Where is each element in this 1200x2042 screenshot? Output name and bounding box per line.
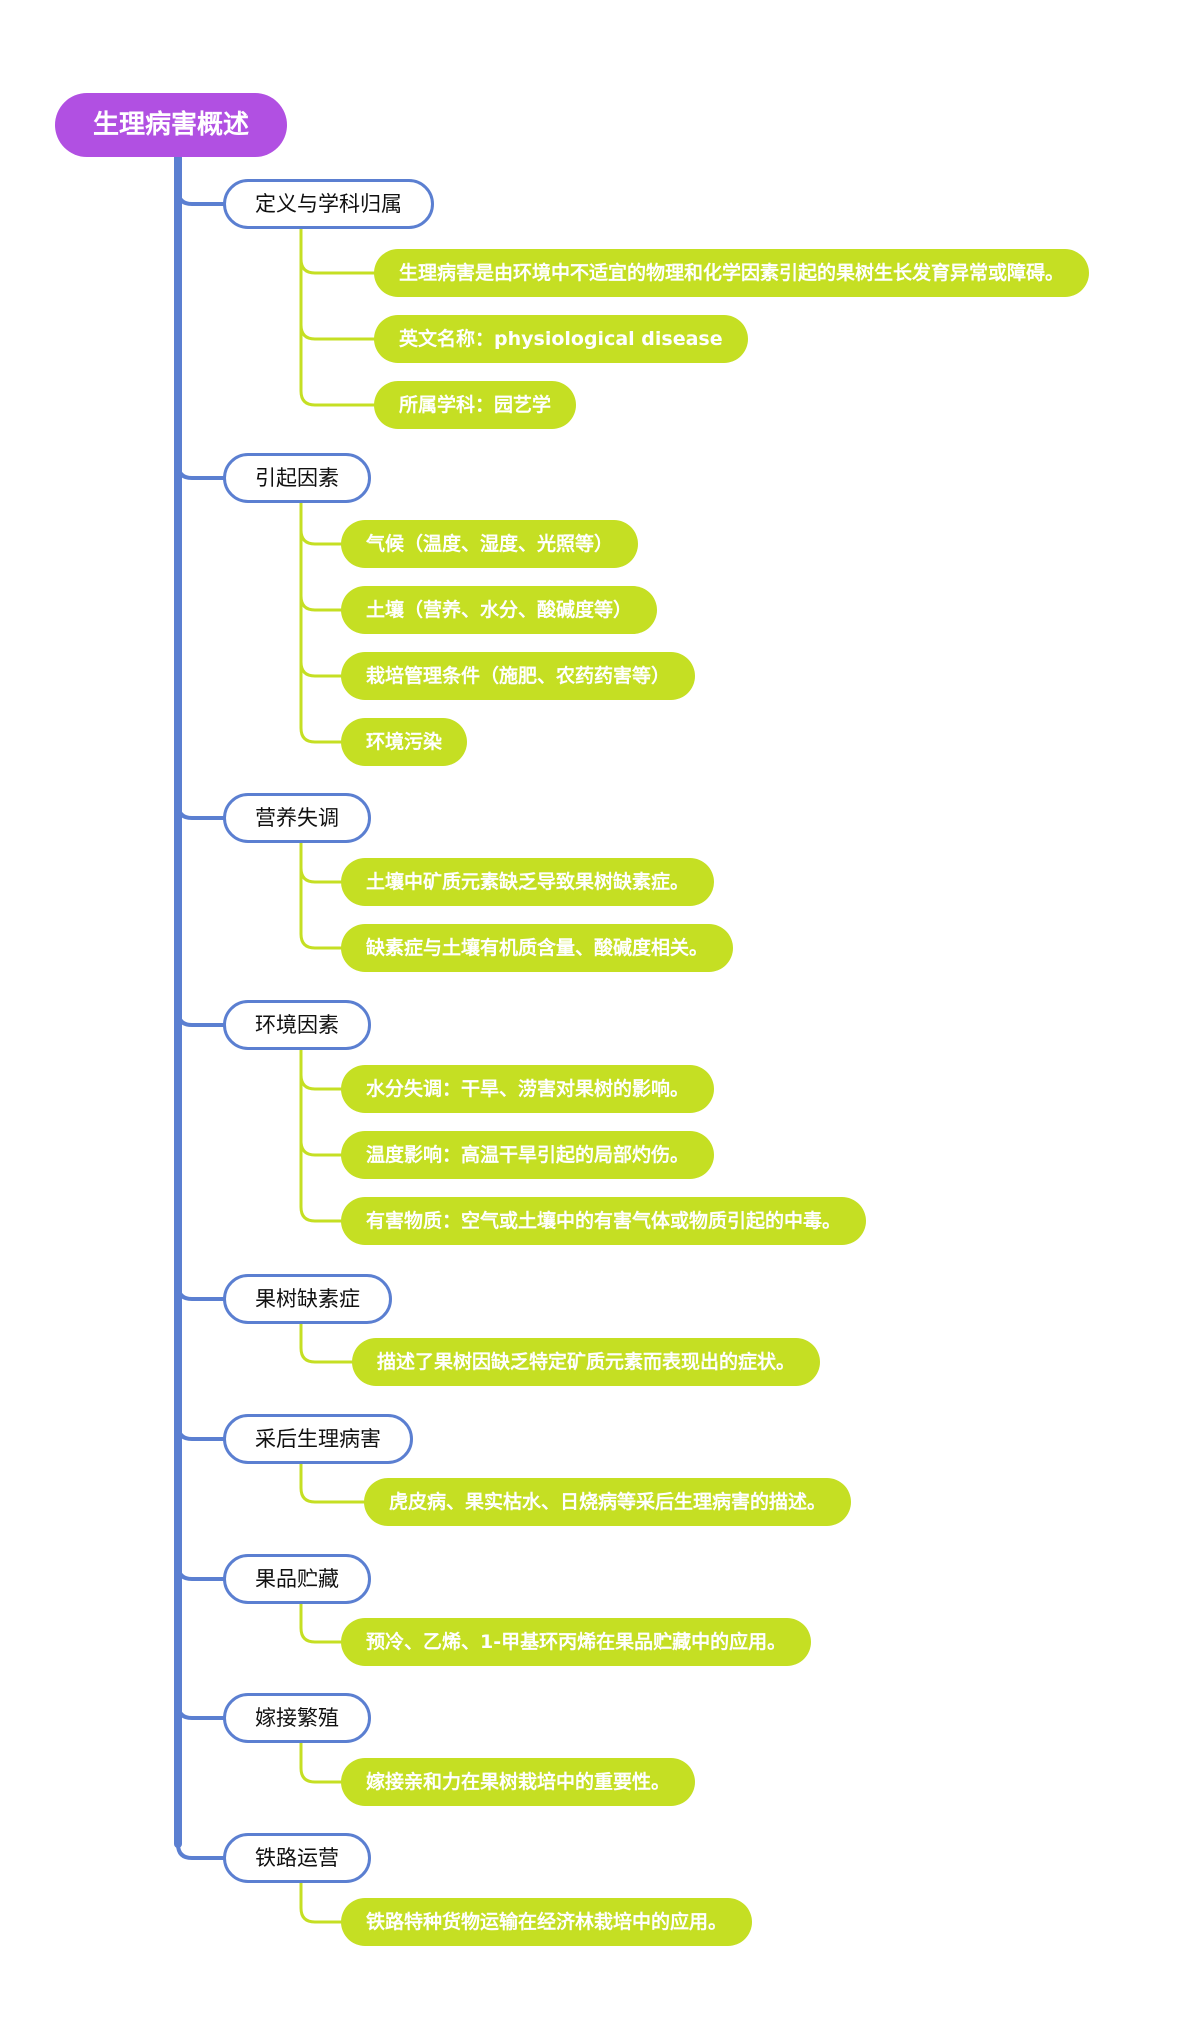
leaf-node[interactable]: 土壤（营养、水分、酸碱度等） <box>341 586 658 634</box>
leaf-connector <box>299 501 343 678</box>
leaf-connector <box>299 227 376 341</box>
leaf-connector <box>299 841 343 884</box>
leaf-connector <box>299 227 376 275</box>
leaf-connector <box>299 1322 354 1364</box>
leaf-connector <box>299 227 376 407</box>
topic-connector <box>176 462 225 480</box>
topic-causes[interactable]: 引起因素 <box>223 453 371 503</box>
topic-connector <box>176 188 225 206</box>
topic-railway[interactable]: 铁路运营 <box>223 1833 371 1883</box>
topic-connector <box>176 802 225 820</box>
topic-nutrition[interactable]: 营养失调 <box>223 793 371 843</box>
topic-connector <box>176 1563 225 1581</box>
leaf-node[interactable]: 所属学科：园艺学 <box>374 381 577 429</box>
leaf-connector <box>299 501 343 744</box>
topic-storage[interactable]: 果品贮藏 <box>223 1554 371 1604</box>
topic-connector <box>176 1009 225 1027</box>
leaf-connector <box>299 1048 343 1223</box>
leaf-connector <box>299 1048 343 1157</box>
leaf-connector <box>299 1048 343 1091</box>
topic-deficiency[interactable]: 果树缺素症 <box>223 1274 392 1324</box>
leaf-node[interactable]: 土壤中矿质元素缺乏导致果树缺素症。 <box>341 858 715 906</box>
leaf-connector <box>299 501 343 546</box>
leaf-node[interactable]: 缺素症与土壤有机质含量、酸碱度相关。 <box>341 924 734 972</box>
topic-environment[interactable]: 环境因素 <box>223 1000 371 1050</box>
topic-connector <box>176 1283 225 1301</box>
leaf-node[interactable]: 嫁接亲和力在果树栽培中的重要性。 <box>341 1758 696 1806</box>
topic-connector <box>176 1423 225 1441</box>
topic-grafting[interactable]: 嫁接繁殖 <box>223 1693 371 1743</box>
topic-connector <box>176 1702 225 1720</box>
leaf-node[interactable]: 栽培管理条件（施肥、农药药害等） <box>341 652 696 700</box>
topic-definition[interactable]: 定义与学科归属 <box>223 179 434 229</box>
leaf-node[interactable]: 环境污染 <box>341 718 468 766</box>
leaf-node[interactable]: 铁路特种货物运输在经济林栽培中的应用。 <box>341 1898 753 1946</box>
leaf-connector <box>299 1462 366 1504</box>
topic-connector <box>176 1842 225 1860</box>
leaf-node[interactable]: 描述了果树因缺乏特定矿质元素而表现出的症状。 <box>352 1338 821 1386</box>
leaf-node[interactable]: 温度影响：高温干旱引起的局部灼伤。 <box>341 1131 715 1179</box>
leaf-node[interactable]: 气候（温度、湿度、光照等） <box>341 520 639 568</box>
leaf-node[interactable]: 有害物质：空气或土壤中的有害气体或物质引起的中毒。 <box>341 1197 867 1245</box>
leaf-connector <box>299 841 343 950</box>
topic-postharvest[interactable]: 采后生理病害 <box>223 1414 413 1464</box>
leaf-node[interactable]: 英文名称：physiological disease <box>374 315 748 363</box>
leaf-connector <box>299 501 343 612</box>
leaf-connector <box>299 1602 343 1644</box>
leaf-node[interactable]: 虎皮病、果实枯水、日烧病等采后生理病害的描述。 <box>364 1478 852 1526</box>
leaf-node[interactable]: 生理病害是由环境中不适宜的物理和化学因素引起的果树生长发育异常或障碍。 <box>374 249 1090 297</box>
leaf-connector <box>299 1741 343 1784</box>
root-topic[interactable]: 生理病害概述 <box>55 93 288 157</box>
leaf-node[interactable]: 预冷、乙烯、1-甲基环丙烯在果品贮藏中的应用。 <box>341 1618 812 1666</box>
leaf-connector <box>299 1881 343 1924</box>
leaf-node[interactable]: 水分失调：干旱、涝害对果树的影响。 <box>341 1065 715 1113</box>
